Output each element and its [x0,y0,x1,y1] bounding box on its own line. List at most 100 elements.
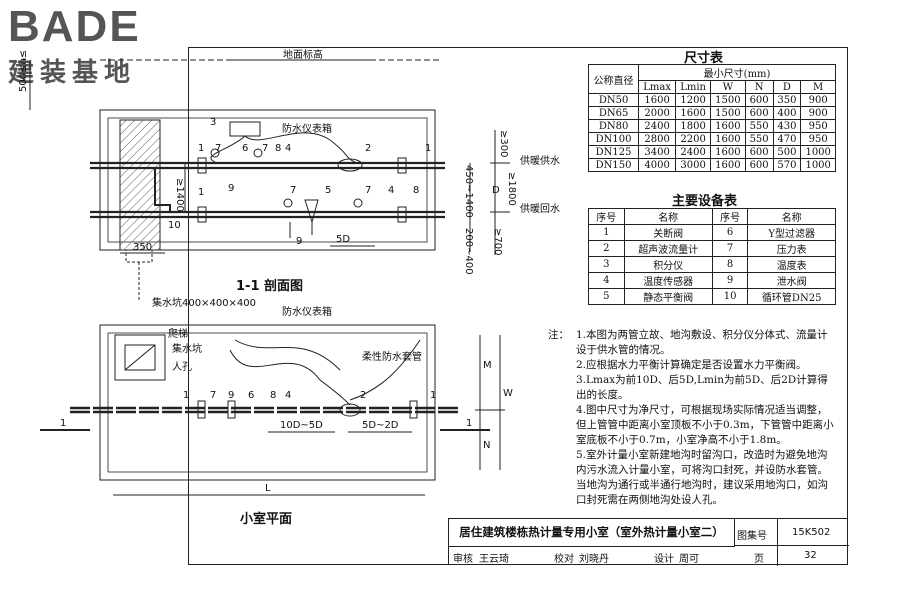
size-col-diameter: 公称直径 [587,64,640,94]
plan-num-6: 6 [248,390,255,401]
equip-header: 名称 [623,208,713,225]
equip-cell: 1 [588,224,625,241]
equip-cell: 6 [711,224,749,241]
dim-350: 350 [133,242,153,253]
atlas-number: 15K502 [792,527,831,538]
size-cell: 470 [772,132,802,146]
size-cell: 1600 [710,158,746,172]
h-range-label: 500≤h≤ [18,49,29,92]
size-header: M [800,80,836,94]
plan-num-2: 2 [360,390,367,401]
manhole-label: 人孔 [172,362,192,373]
size-header: W [710,80,746,94]
size-cell: 600 [744,158,774,172]
num-9: 9 [228,183,235,194]
size-col-group: 最小尺寸(mm) [638,64,836,81]
section-mark-right: 1 [466,418,473,429]
num-7: 7 [215,143,222,154]
size-cell: 600 [744,106,774,120]
size-cell: 570 [772,158,802,172]
size-cell: 350 [772,93,802,107]
plan-num-1b: 1 [430,390,437,401]
size-table-title: 尺寸表 [684,51,724,66]
num-6: 6 [242,143,249,154]
dim-5D-2D: 5D~2D [362,420,399,431]
size-cell: 1600 [638,93,677,107]
equip-table-title: 主要设备表 [672,194,738,209]
plan-num-9: 9 [228,390,235,401]
size-cell: 2800 [638,132,677,146]
dim-5D: 5D [336,234,351,245]
drawing-title: 居住建筑楼栋热计量专用小室（室外热计量小室二） [449,519,735,547]
reviewer-name: 王云琦 [479,554,509,565]
size-cell: 1600 [710,145,746,159]
size-cell: 1000 [800,158,836,172]
size-cell: 1600 [710,132,746,146]
pit-plan-label: 集水坑 [172,344,202,355]
title-block: 居住建筑楼栋热计量专用小室（室外热计量小室二） 图集号 15K502 审核 王云… [448,518,849,566]
plan-num-8: 8 [270,390,277,401]
equip-cell: 5 [588,288,625,305]
plan-num-7: 7 [210,390,217,401]
size-cell: DN50 [587,93,640,107]
dim-200-400: 200~400 [463,228,474,275]
num-1: 1 [198,143,205,154]
equip-cell: 10 [711,288,749,305]
plan-num-4: 4 [285,390,292,401]
num-8: 8 [275,143,282,154]
num-1c: 1 [198,187,205,198]
size-cell: 4000 [638,158,677,172]
size-cell: 950 [800,119,836,133]
plan-box-label: 防水仪表箱 [282,307,332,318]
size-cell: 600 [744,145,774,159]
stair-hatch [119,119,161,251]
num-7d: 7 [365,185,372,196]
size-header-row: Lmax Lmin W N D M [589,80,836,94]
equip-cell: 超声波流量计 [623,240,713,257]
dim-W: W [503,388,513,399]
equip-cell: 泄水阀 [747,272,836,289]
size-cell: 900 [800,93,836,107]
drawing-frame [188,47,848,565]
dim-450-1400: 450~1400 [463,165,474,218]
note-item: 4.图中尺寸为净尺寸，可根据现场实际情况适当调整，但上管管中距离小室顶板不小于0… [576,404,834,446]
equip-cell: 压力表 [747,240,836,257]
plan-num-1: 1 [183,390,190,401]
note-item: 1.本图为两管立故、地沟敷设、积分仪分体式、流量计设于供水管的情况。 [576,329,828,356]
manhole [114,334,166,381]
size-cell: 1000 [800,145,836,159]
dim-700: ≥700 [492,228,503,256]
plan-title: 小室平面 [240,512,293,527]
note-item: 2.应根据水力平衡计算确定是否设置水力平衡阀。 [576,359,807,371]
dim-1400: ≥1400 [174,178,185,212]
equip-header: 序号 [711,208,749,225]
designer-name: 周可 [679,554,699,565]
equip-cell: 7 [711,240,749,257]
num-10: 10 [168,220,181,231]
equip-cell: 8 [711,256,749,273]
equip-header-row: 序号 名称 序号 名称 [588,208,836,225]
size-cell: DN100 [587,132,640,146]
ladder-label: 爬梯 [168,329,188,340]
note-item: 5.室外计量小室新建地沟时留沟口，改造时为避免地沟内污水流入计量小室，可将沟口封… [576,449,828,506]
sleeve-label: 柔性防水套管 [362,352,422,363]
size-cell: 2000 [638,106,677,120]
size-cell: 1500 [710,106,746,120]
size-cell: 3400 [638,145,677,159]
notes-list: 1.本图为两管立故、地沟敷设、积分仪分体式、流量计设于供水管的情况。 2.应根据水… [576,328,838,508]
size-cell: 500 [772,145,802,159]
size-cell: 1200 [675,93,712,107]
equip-cell: 3 [588,256,625,273]
pit-label: 集水坑400×400×400 [152,298,257,309]
supply-label: 供暖供水 [520,156,560,167]
equip-cell: 9 [711,272,749,289]
